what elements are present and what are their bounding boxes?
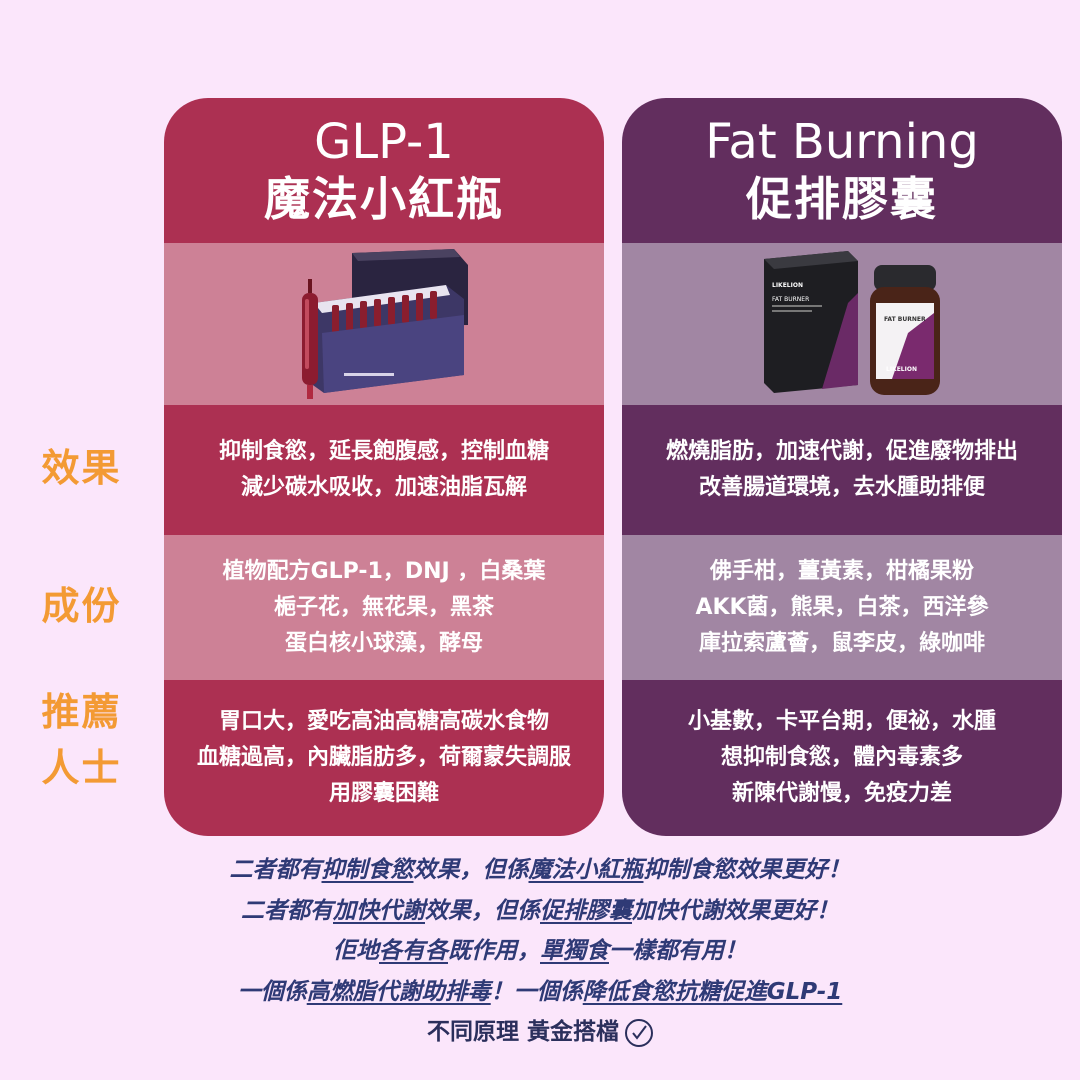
glp-ingredients-1: 植物配方GLP-1，DNJ ，白桑葉 (222, 558, 546, 584)
fat-bottle-label: FAT BURNER (884, 316, 926, 323)
glp-title: GLP-1 魔法小紅瓶 (164, 98, 604, 243)
footer-line-4: 一個係高燃脂代謝助排毒！一個係降低食慾抗糖促進GLP-1 (0, 972, 1080, 1013)
footer-text: 既作用， (448, 938, 540, 964)
glp-recommended: 胃口大，愛吃高油高糖高碳水食物 血糖過高，內臟脂肪多，荷爾蒙失調服 用膠囊困難 (164, 680, 604, 836)
fat-title-line2: 促排膠囊 (746, 171, 938, 226)
glp-ingredients: 植物配方GLP-1，DNJ ，白桑葉 梔子花，無花果，黑茶 蛋白核小球藻，酵母 (164, 535, 604, 680)
fat-effect-2: 改善腸道環境，去水腫助排便 (698, 475, 985, 500)
footer-line-3: 佢地各有各既作用，單獨食一樣都有用！ (0, 931, 1080, 972)
footer-highlight: 各有各 (379, 938, 448, 964)
footer-highlight: 單獨食 (540, 938, 609, 964)
glp-ingredients-2: 梔子花，無花果，黑茶 (273, 594, 494, 620)
fat-card: Fat Burning 促排膠囊 LIKELION FAT BURNER FAT… (622, 98, 1062, 836)
fat-title: Fat Burning 促排膠囊 (622, 98, 1062, 243)
glp-product-image (164, 243, 604, 405)
footer-text: 佢地 (333, 938, 379, 964)
fat-recommended-3: 新陳代謝慢，免疫力差 (731, 781, 952, 806)
footer-text: 效果，但係 (425, 897, 540, 924)
footer-text: 二者都有 (229, 857, 322, 883)
glp-recommended-2: 血糖過高，內臟脂肪多，荷爾蒙失調服 (196, 745, 571, 770)
footer-conclusion: 不同原理 黃金搭檔 (426, 1019, 619, 1045)
footer-text: 二者都有 (241, 897, 333, 924)
footer-line-2: 二者都有加快代謝效果，但係促排膠囊加快代謝效果更好！ (0, 891, 1080, 932)
footer-line-1: 二者都有抑制食慾效果，但係魔法小紅瓶抑制食慾效果更好！ (0, 850, 1080, 891)
footer-highlight: 降低食慾抗糖促進GLP-1 (582, 978, 843, 1005)
footer-text: 加快代謝效果更好！ (632, 897, 839, 924)
label-ingredients: 成份 (41, 584, 122, 628)
glp-effect-1: 抑制食慾，延長飽腹感，控制血糖 (218, 439, 549, 464)
fat-effect-1: 燃燒脂肪，加速代謝，促進廢物排出 (665, 439, 1018, 464)
glp-recommended-1: 胃口大，愛吃高油高糖高碳水食物 (218, 709, 549, 734)
glp-product-illustration (302, 249, 468, 399)
fat-recommended-1: 小基數，卡平台期，便祕，水腫 (687, 709, 996, 734)
glp-title-line2: 魔法小紅瓶 (264, 171, 504, 226)
fat-effect: 燃燒脂肪，加速代謝，促進廢物排出 改善腸道環境，去水腫助排便 (622, 405, 1062, 535)
fat-product-image: LIKELION FAT BURNER FAT BURNER LIKELION (622, 243, 1062, 405)
footer-text: 效果，但係 (413, 857, 529, 883)
footer-summary: 二者都有抑制食慾效果，但係魔法小紅瓶抑制食慾效果更好！ 二者都有加快代謝效果，但… (0, 850, 1080, 1053)
footer-line-5: 不同原理 黃金搭檔 (0, 1012, 1080, 1053)
fat-box-brand: LIKELION (772, 282, 803, 289)
fat-ingredients: 佛手柑，薑黃素，柑橘果粉 AKK菌，熊果，白茶，西洋參 庫拉索蘆薈，鼠李皮，綠咖… (622, 535, 1062, 680)
label-recommended-2: 人士 (41, 746, 122, 790)
label-effect: 效果 (41, 446, 122, 490)
fat-ingredients-3: 庫拉索蘆薈，鼠李皮，綠咖啡 (698, 630, 985, 656)
fat-ingredients-2: AKK菌，熊果，白茶，西洋參 (695, 594, 989, 620)
footer-highlight: 高燃脂代謝助排毒 (306, 978, 491, 1005)
label-recommended-1: 推薦 (41, 690, 122, 734)
glp-recommended-3: 用膠囊困難 (328, 781, 439, 806)
footer-text: ！一個係 (490, 978, 583, 1005)
fat-bottle-brand: LIKELION (886, 366, 917, 373)
footer-highlight: 抑制食慾 (321, 857, 414, 883)
fat-recommended: 小基數，卡平台期，便祕，水腫 想抑制食慾，體內毒素多 新陳代謝慢，免疫力差 (622, 680, 1062, 836)
fat-product-illustration: LIKELION FAT BURNER FAT BURNER LIKELION (764, 251, 940, 395)
footer-highlight: 促排膠囊 (540, 897, 632, 924)
glp-card: GLP-1 魔法小紅瓶 (164, 98, 604, 836)
footer-text: 一個係 (237, 978, 307, 1005)
fat-recommended-2: 想抑制食慾，體內毒素多 (720, 745, 963, 770)
footer-text: 抑制食慾效果更好！ (643, 857, 851, 883)
fat-ingredients-1: 佛手柑，薑黃素，柑橘果粉 (709, 558, 974, 584)
footer-text: 一樣都有用！ (609, 938, 747, 964)
fat-box-product: FAT BURNER (772, 296, 809, 303)
fat-title-line1: Fat Burning (705, 113, 979, 170)
glp-effect: 抑制食慾，延長飽腹感，控制血糖 減少碳水吸收，加速油脂瓦解 (164, 405, 604, 535)
footer-highlight: 魔法小紅瓶 (528, 857, 644, 883)
glp-ingredients-3: 蛋白核小球藻，酵母 (284, 630, 483, 656)
check-circle-icon (625, 1018, 653, 1047)
glp-effect-2: 減少碳水吸收，加速油脂瓦解 (240, 475, 527, 500)
glp-title-line1: GLP-1 (314, 113, 454, 170)
footer-highlight: 加快代謝 (333, 897, 425, 924)
